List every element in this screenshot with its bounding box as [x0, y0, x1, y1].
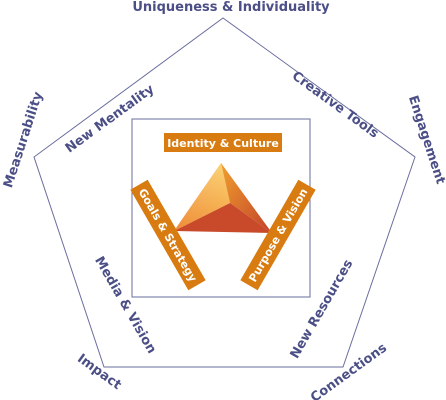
box-purpose-label: Purpose & Vision	[246, 186, 310, 284]
label-new-resources: New Resources	[288, 257, 357, 361]
label-engagement: Engagement	[405, 94, 446, 186]
label-impact: Impact	[74, 351, 124, 393]
box-purpose-vision: Purpose & Vision	[240, 179, 316, 291]
box-identity-label: Identity & Culture	[167, 137, 279, 150]
label-creative-tools: Creative Tools	[289, 69, 382, 142]
box-identity-culture: Identity & Culture	[164, 133, 282, 152]
label-uniqueness: Uniqueness & Individuality	[132, 0, 330, 15]
box-goals-strategy: Goals & Strategy	[130, 179, 206, 291]
label-media-vision: Media & Vision	[91, 254, 159, 356]
box-goals-label: Goals & Strategy	[136, 186, 200, 284]
outer-pentagon	[33, 17, 416, 368]
pyramid-triangle	[174, 163, 272, 233]
inner-frame	[131, 118, 311, 298]
